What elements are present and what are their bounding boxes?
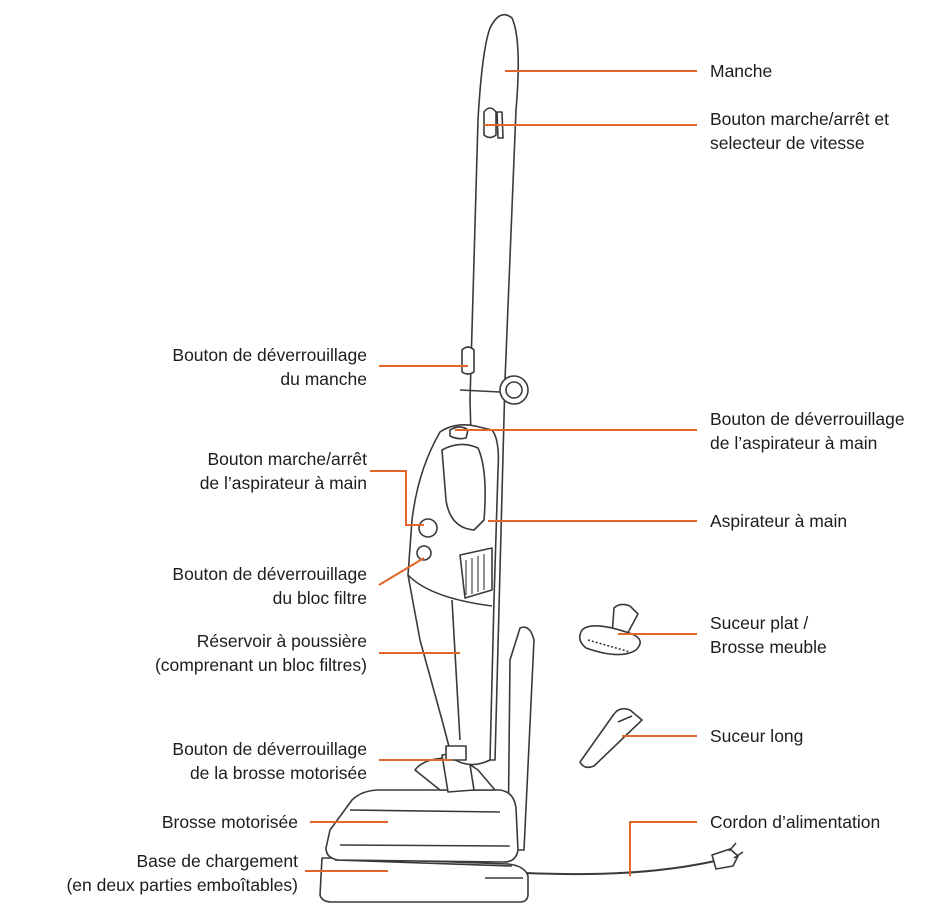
label-power-cord: Cordon d’alimentation	[710, 812, 881, 832]
label-handle-release: Bouton de déverrouillage du manche	[172, 345, 367, 389]
plug	[711, 848, 739, 870]
charging-base	[319, 857, 529, 903]
vacuum-illustration	[319, 13, 744, 903]
label-charging-base: Base de chargement (en deux parties embo…	[66, 851, 298, 895]
label-filter-release: Bouton de déverrouillage du bloc filtre	[172, 564, 367, 608]
leader-power-cord	[629, 821, 697, 876]
flat-nozzle-icon	[578, 603, 641, 656]
label-brush-release: Bouton de déverrouillage de la brosse mo…	[172, 739, 367, 783]
leader-lines	[305, 70, 697, 876]
label-power-speed: Bouton marche/arrêt et selecteur de vite…	[710, 109, 889, 153]
leader-handheld-power	[370, 470, 424, 526]
power-brush	[325, 789, 519, 863]
label-power-brush: Brosse motorisée	[161, 812, 298, 832]
leader-filter-release	[378, 557, 425, 586]
power-cord	[524, 860, 716, 876]
label-dust-container: Réservoir à poussière (comprenant un blo…	[154, 631, 367, 675]
crevice-tool-icon	[579, 707, 643, 769]
label-handheld-release: Bouton de déverrouillage de l’aspirateur…	[710, 409, 905, 453]
label-handle: Manche	[710, 61, 773, 81]
label-handheld: Aspirateur à main	[710, 511, 848, 531]
label-crevice-tool: Suceur long	[710, 726, 804, 746]
label-handheld-power: Bouton marche/arrêt de l’aspirateur à ma…	[199, 449, 367, 493]
label-flat-nozzle: Suceur plat / Brosse meuble	[710, 613, 827, 657]
